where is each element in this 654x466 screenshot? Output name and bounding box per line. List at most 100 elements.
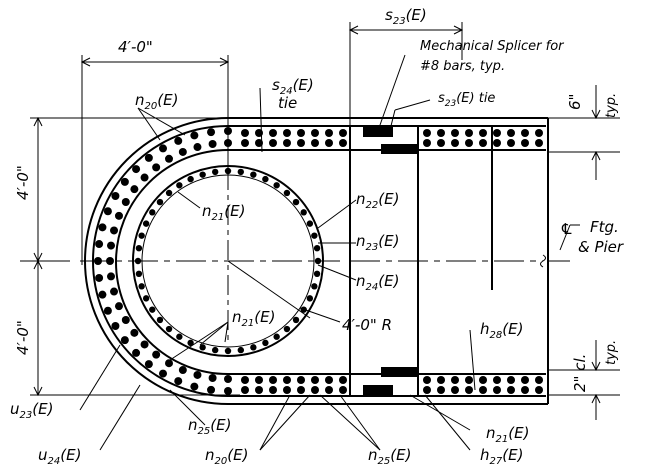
footing-bar — [255, 376, 263, 384]
footing-bar — [120, 177, 129, 186]
column-bar — [176, 333, 183, 340]
column-bar — [300, 209, 307, 216]
footing-bar — [269, 386, 277, 394]
label-4ft-top: 4′-0" — [118, 38, 153, 56]
footing-bar — [465, 139, 473, 147]
footing-bar — [493, 139, 501, 147]
footing-bar — [339, 386, 347, 394]
footing-bar — [241, 129, 249, 137]
label-n25-right: n25(E) — [368, 446, 411, 466]
footing-bar — [297, 139, 305, 147]
footing-bar — [120, 336, 129, 345]
column-bar — [313, 270, 321, 278]
label-6in: 6" — [566, 94, 584, 110]
label-4ft-left-upper: 4′-0" — [14, 165, 32, 200]
footing-bar — [437, 139, 445, 147]
footing-bar — [110, 287, 119, 296]
footing-bar — [159, 144, 167, 153]
label-cl-symbol: ℄ — [560, 220, 573, 238]
footing-bar — [241, 376, 249, 384]
label-mech-splicer-2: #8 bars, typ. — [420, 59, 505, 74]
column-bar — [311, 232, 318, 239]
footing-bar — [174, 377, 183, 386]
footing-bar — [132, 348, 141, 357]
column-bar — [135, 244, 143, 252]
column-circle — [132, 165, 324, 357]
footing-bar — [479, 386, 487, 394]
label-n22: n22(E) — [356, 190, 399, 211]
footing-bar — [283, 376, 291, 384]
footing-bar — [423, 376, 431, 384]
footing-bar — [325, 129, 333, 137]
label-2in-cl: 2" cl. — [571, 354, 589, 392]
footing-bar — [339, 129, 347, 137]
centerline — [20, 170, 570, 345]
footing-bar — [521, 129, 529, 137]
footing-bar — [224, 387, 232, 395]
label-typ-top: typ. — [604, 93, 619, 118]
footing-bar — [465, 376, 473, 384]
footing-bar — [103, 207, 112, 216]
column-bar — [134, 257, 142, 265]
label-radius: 4′-0" R — [342, 316, 392, 334]
column-bar — [176, 182, 183, 189]
footing-bar — [535, 386, 543, 394]
footing-bar — [311, 139, 319, 147]
footing-bar — [283, 129, 291, 137]
label-h27: h27(E) — [480, 446, 523, 466]
column-bar — [211, 168, 219, 176]
footing-bar — [111, 192, 120, 200]
footing-bar — [241, 139, 249, 147]
footing-bar — [178, 366, 187, 375]
footing-bar — [255, 139, 263, 147]
column-bar — [142, 220, 150, 227]
footing-bar — [174, 136, 183, 145]
footing-bar — [451, 376, 459, 384]
label-cl-ftg: Ftg. — [590, 218, 619, 236]
label-s23-dim: s23(E) — [385, 6, 427, 27]
column-bar — [224, 347, 232, 355]
footing-bar — [106, 257, 114, 265]
column-bar — [138, 232, 145, 239]
column-bar — [187, 175, 194, 183]
footing-bar — [224, 127, 232, 135]
footing-bar — [521, 376, 529, 384]
footing-bar — [507, 386, 515, 394]
footing-bar — [140, 340, 149, 349]
column-bar — [250, 171, 257, 178]
footing-bar — [111, 322, 120, 330]
column-bar — [199, 171, 206, 178]
footing-bar — [107, 272, 116, 281]
column-bar — [273, 333, 280, 340]
column-bar — [135, 270, 143, 278]
footing-bar — [535, 139, 543, 147]
footing-bar — [297, 386, 305, 394]
leader-lines — [79, 54, 580, 451]
column-bar — [313, 244, 321, 252]
column-bar — [283, 189, 291, 197]
column-bar — [156, 316, 164, 324]
footing-bar — [107, 241, 116, 250]
footing-bar — [178, 147, 187, 156]
column-bar — [311, 283, 318, 290]
footing-bar — [140, 173, 149, 182]
column-bar — [142, 295, 150, 302]
label-mech-splicer-1: Mechanical Splicer for — [420, 39, 565, 54]
footing-bar — [507, 376, 515, 384]
footing-bar — [283, 386, 291, 394]
footing-bar — [95, 240, 104, 249]
footing-bar — [208, 373, 217, 382]
footing-bar — [451, 139, 459, 147]
footing-bar — [423, 386, 431, 394]
footing-bar — [152, 163, 161, 172]
label-4ft-left-lower: 4′-0" — [14, 320, 32, 355]
footing-bar — [311, 129, 319, 137]
label-u24: u24(E) — [38, 446, 81, 466]
rebar-dots — [94, 127, 543, 395]
label-n21-mid: n21(E) — [232, 308, 275, 329]
label-n24: n24(E) — [356, 272, 399, 293]
column-bar — [165, 189, 173, 197]
footing-bar — [103, 306, 112, 315]
footing-bar — [507, 139, 515, 147]
footing-bar — [114, 211, 123, 220]
